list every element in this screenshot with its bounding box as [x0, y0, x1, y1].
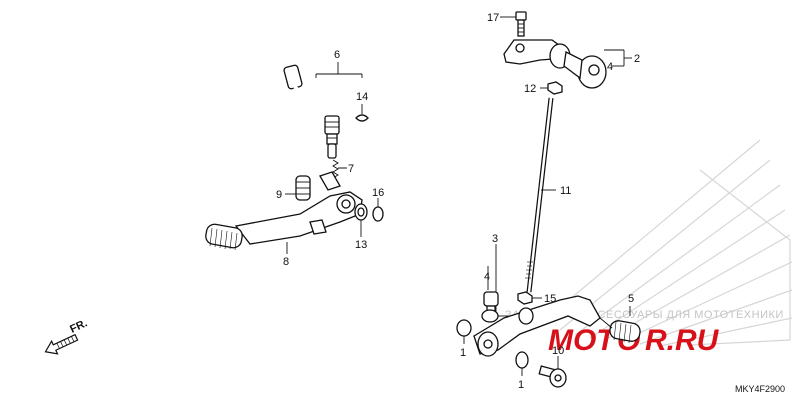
callout-13: 13	[355, 239, 367, 251]
callout-3: 3	[492, 233, 498, 245]
part-12-nut	[540, 81, 563, 95]
front-label: FR.	[68, 317, 89, 335]
callout-7: 7	[348, 163, 354, 175]
callout-11: 11	[560, 185, 571, 197]
part-14-clip	[355, 104, 369, 122]
wing-emblem-watermark	[544, 139, 793, 347]
callout-10: 10	[552, 345, 564, 357]
watermark-logo-right: R.RU	[645, 324, 720, 357]
part-4-ball-joint	[481, 291, 499, 323]
callout-16: 16	[372, 187, 384, 199]
part-13-washer	[354, 203, 368, 221]
watermark-logo-left: MOT	[548, 324, 617, 357]
part-10-pivot-bolt	[538, 356, 567, 388]
part-5-shift-lever	[473, 295, 641, 357]
part-16-circlip	[372, 206, 384, 222]
part-17-bolt	[500, 11, 527, 37]
callout-4-lower: 4	[484, 271, 490, 283]
callout-4-upper: 4	[607, 61, 613, 73]
diagram-code: MKY4F2900	[735, 384, 785, 394]
callout-5: 5	[628, 293, 634, 305]
callout-2: 2	[634, 53, 640, 65]
callout-1-upper: 1	[460, 347, 466, 359]
callout-9: 9	[276, 189, 282, 201]
part-7-spring	[332, 159, 347, 179]
part-11-shift-rod	[525, 97, 556, 293]
callout-6: 6	[334, 49, 340, 61]
callout-8: 8	[283, 256, 289, 268]
callout-14: 14	[356, 91, 368, 103]
part-15-nut	[517, 291, 542, 305]
part-8-shift-pedal	[205, 171, 363, 251]
front-direction-arrow-icon	[44, 333, 79, 355]
callout-1-lower: 1	[518, 379, 524, 391]
part-1-seal-upper	[456, 319, 472, 344]
part-2-shift-arm	[503, 39, 607, 89]
callout-12: 12	[524, 83, 536, 95]
part-9-return-spring	[285, 175, 311, 201]
part-1-seal-lower	[515, 351, 529, 376]
part-6-shift-sensor	[283, 64, 340, 159]
callout-17: 17	[487, 12, 499, 24]
